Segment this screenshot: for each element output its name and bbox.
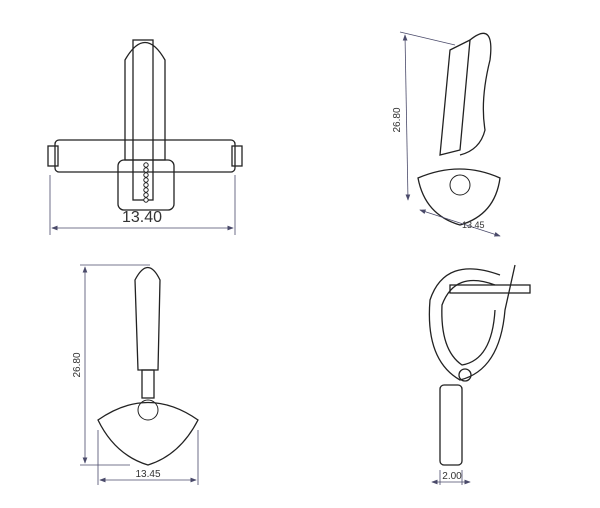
stone-mark [143, 182, 149, 188]
stone-mark [143, 162, 149, 168]
dimension-height-label: 26.80 [72, 352, 83, 377]
stone-mark [143, 177, 149, 183]
stone-mark [143, 172, 149, 178]
side-view: 26.80 13.45 [72, 264, 199, 485]
stone-mark [143, 192, 149, 198]
stone-mark [143, 167, 149, 173]
profile-view: 2.00 [428, 264, 531, 485]
stone-mark [143, 187, 149, 193]
dimension-height-label: 26.80 [392, 107, 403, 132]
dimension-thickness-label: 2.00 [442, 471, 462, 482]
front-view: 13.40 [47, 39, 243, 235]
isometric-view: 26.80 13.45 [392, 31, 501, 237]
dimension-width-label: 13.45 [462, 220, 485, 230]
dimension-width-label: 13.45 [135, 469, 160, 480]
dimension-width-label: 13.40 [122, 209, 162, 226]
stone-mark [143, 197, 149, 203]
